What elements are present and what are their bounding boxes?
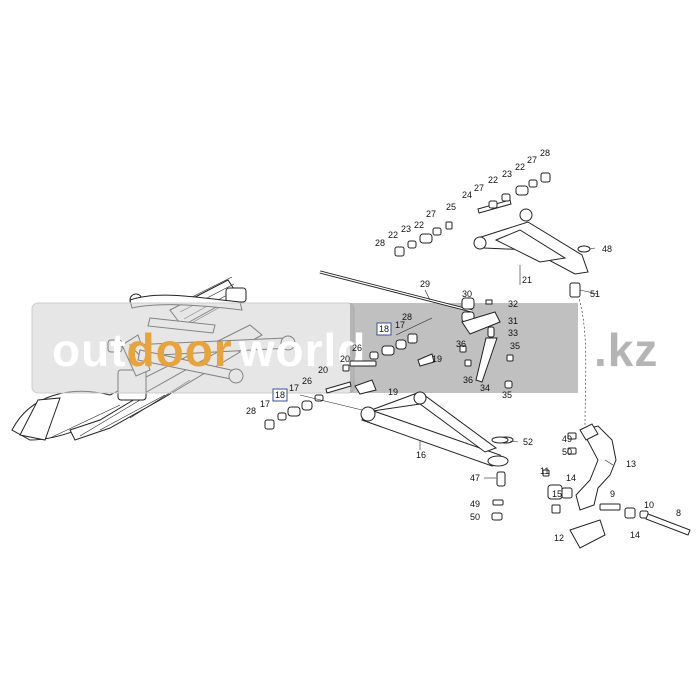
label-10: 10 [644, 500, 654, 510]
label-47: 47 [470, 473, 480, 483]
rod [319, 270, 473, 313]
label-20b: 20 [318, 365, 328, 375]
label-48: 48 [602, 244, 612, 254]
watermark-text-mid: door [127, 324, 233, 376]
lower-arm-hardware [264, 333, 435, 430]
label-50a: 50 [470, 512, 480, 522]
label-31: 31 [508, 316, 518, 326]
spindle [542, 282, 691, 549]
label-9: 9 [610, 489, 615, 499]
label-52: 52 [523, 437, 533, 447]
stabilizer-link [459, 297, 514, 389]
label-24: 24 [462, 190, 472, 200]
watermark-text-prefix: out [52, 324, 127, 376]
label-28b: 28 [540, 148, 550, 158]
label-18a: 18 [275, 390, 285, 400]
label-18a-box: 18 [272, 388, 288, 402]
label-26b: 26 [352, 343, 362, 353]
label-22d: 22 [515, 162, 525, 172]
label-23b: 23 [502, 169, 512, 179]
lower-a-arm [360, 391, 514, 467]
label-17c: 17 [395, 320, 405, 330]
label-28d: 28 [402, 312, 412, 322]
label-17a: 17 [260, 399, 270, 409]
label-49a: 49 [470, 499, 480, 509]
ball-joint [491, 436, 509, 521]
label-17b: 17 [289, 383, 299, 393]
label-20a: 20 [340, 354, 350, 364]
label-36b: 36 [463, 375, 473, 385]
label-26a: 26 [302, 376, 312, 386]
label-22b: 22 [414, 220, 424, 230]
label-29: 29 [420, 279, 430, 289]
label-18b: 18 [379, 324, 389, 334]
label-51: 51 [590, 289, 600, 299]
upper-a-arm [473, 208, 591, 275]
label-27a: 27 [426, 209, 436, 219]
label-33: 33 [508, 328, 518, 338]
label-27c: 27 [527, 155, 537, 165]
label-19b: 19 [432, 354, 442, 364]
label-8: 8 [676, 508, 681, 518]
label-28a: 28 [375, 238, 385, 248]
label-35b: 35 [502, 390, 512, 400]
label-11: 11 [540, 466, 549, 476]
label-23a: 23 [401, 224, 411, 234]
label-22a: 22 [388, 230, 398, 240]
label-49b: 49 [562, 434, 572, 444]
label-27b: 27 [474, 183, 484, 193]
upper-arm-hardware [394, 172, 551, 257]
label-12: 12 [554, 533, 564, 543]
label-28c: 28 [246, 406, 256, 416]
label-35a: 35 [510, 341, 520, 351]
label-32: 32 [508, 299, 518, 309]
label-13: 13 [626, 459, 636, 469]
label-22c: 22 [488, 175, 498, 185]
leader-lines [299, 247, 614, 479]
part-labels: 8 9 10 11 12 13 14 14 15 16 17 17 17 18 … [246, 148, 681, 543]
label-30: 30 [462, 289, 472, 299]
label-25: 25 [446, 202, 456, 212]
label-19a: 19 [388, 387, 398, 397]
label-14b: 14 [630, 530, 640, 540]
label-36a: 36 [456, 339, 466, 349]
watermark-domain: .kz [594, 324, 658, 376]
label-16: 16 [416, 450, 426, 460]
label-15: 15 [552, 489, 562, 499]
label-14a: 14 [566, 473, 576, 483]
label-18b-box: 18 [376, 322, 392, 336]
label-21: 21 [522, 275, 532, 285]
label-50b: 50 [562, 447, 572, 457]
label-34: 34 [480, 383, 490, 393]
